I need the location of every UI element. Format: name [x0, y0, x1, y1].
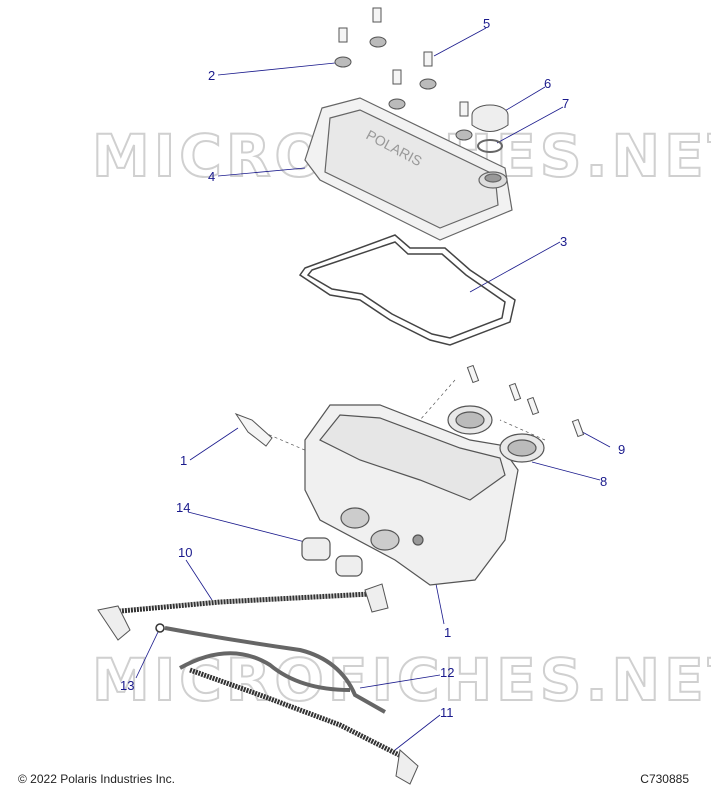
coolant-hose-lower	[189, 667, 407, 761]
watermark-bottom: MICROFICHES.NET	[92, 646, 711, 714]
coolant-hose-upper	[109, 591, 371, 615]
callout-1a: 1	[180, 453, 187, 468]
oil-fill-cap	[471, 104, 509, 132]
callout-6: 6	[544, 76, 551, 91]
cylinder-head	[304, 404, 519, 586]
callout-7: 7	[562, 96, 569, 111]
callout-14: 14	[176, 500, 190, 515]
valve-cover-gasket	[298, 234, 516, 346]
callout-11: 11	[440, 705, 454, 720]
coolant-tube	[164, 626, 386, 714]
intake-screws	[466, 364, 585, 438]
intake-boots	[447, 405, 545, 463]
callout-12: 12	[440, 665, 454, 680]
copyright-text: © 2022 Polaris Industries Inc.	[18, 772, 175, 786]
valve-cover: POLARIS	[304, 97, 513, 241]
spark-plug	[234, 412, 273, 447]
callout-4: 4	[208, 169, 215, 184]
hose-clamp	[155, 623, 165, 633]
cover-bolts	[334, 7, 473, 141]
coolant-sleeves	[301, 537, 363, 577]
callout-9: 9	[618, 442, 625, 457]
figure-id: C730885	[640, 772, 689, 786]
callout-8: 8	[600, 474, 607, 489]
callout-1b: 1	[444, 625, 451, 640]
cap-o-ring	[477, 139, 503, 153]
callout-10: 10	[178, 545, 192, 560]
callout-2: 2	[208, 68, 215, 83]
callout-3: 3	[560, 234, 567, 249]
callout-13: 13	[120, 678, 134, 693]
callout-labels: 1 1 2 3 4 5 6 7 8 9 10 11 12 13 14	[120, 16, 625, 720]
hose-fittings	[97, 583, 389, 641]
callout-5: 5	[483, 16, 490, 31]
